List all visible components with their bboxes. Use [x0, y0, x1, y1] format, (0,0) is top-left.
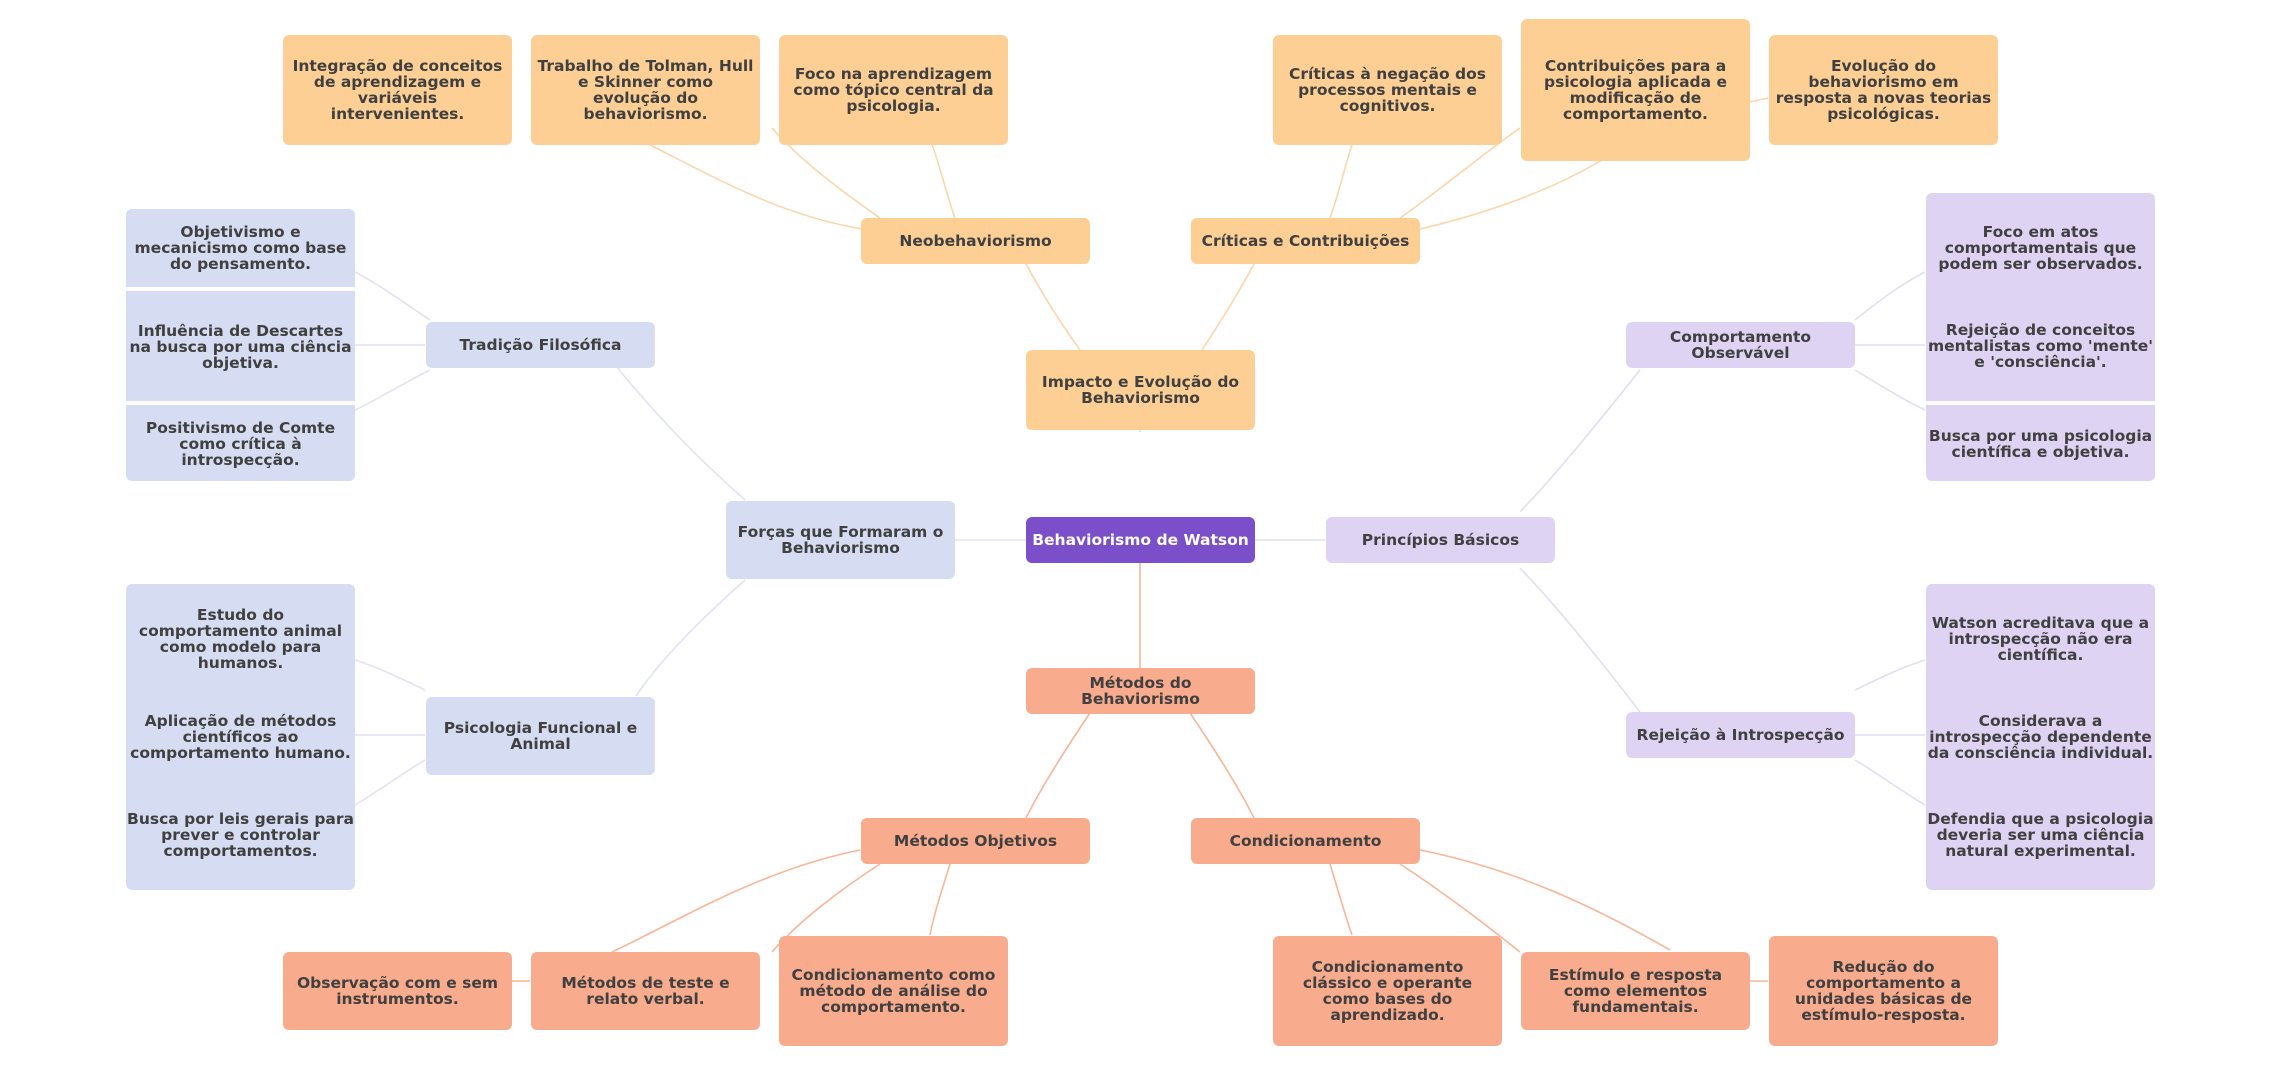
- observavel-leaf-group: [1926, 193, 2155, 481]
- observavel-leaf-1[interactable]: Foco em atos comportamentais que podem s…: [1938, 223, 2143, 273]
- psicologia-funcional-node[interactable]: Psicologia Funcional e Animal: [426, 697, 655, 775]
- criticas-leaf-2[interactable]: Contribuições para a psicologia aplicada…: [1521, 19, 1750, 161]
- metodos-objetivos-node[interactable]: Métodos Objetivos: [861, 818, 1090, 864]
- rejeicao-leaf-group: [1926, 584, 2155, 890]
- condicionamento-leaf-1[interactable]: Condicionamento clássico e operante como…: [1273, 936, 1502, 1046]
- rejeicao-leaf-1[interactable]: Watson acreditava que a introspecção não…: [1931, 614, 2150, 664]
- forces-links: [354, 271, 1026, 806]
- observavel-divider: [1926, 401, 2155, 405]
- criticas-leaf-1[interactable]: Críticas à negação dos processos mentais…: [1273, 35, 1502, 145]
- objetivos-leaf-2[interactable]: Métodos de teste e relato verbal.: [531, 952, 760, 1030]
- methods-links: [512, 563, 1768, 982]
- impact-node[interactable]: Impacto e Evolução do Behaviorismo: [1026, 350, 1255, 430]
- rejeicao-leaf-3[interactable]: Defendia que a psicologia deveria ser um…: [1927, 810, 2154, 860]
- impact-links: [649, 97, 1769, 432]
- neo-leaf-1[interactable]: Integração de conceitos de aprendizagem …: [283, 35, 512, 145]
- tradicao-leaf-3[interactable]: Positivismo de Comte como crítica à intr…: [145, 419, 336, 469]
- condicionamento-leaf-2[interactable]: Estímulo e resposta como elementos funda…: [1521, 952, 1750, 1030]
- condicionamento-node[interactable]: Condicionamento: [1191, 818, 1420, 864]
- funcional-leaf-group: [126, 584, 355, 890]
- rejeicao-leaf-2[interactable]: Considerava a introspecção dependente da…: [1927, 712, 2154, 762]
- condicionamento-leaf-3[interactable]: Redução do comportamento a unidades bási…: [1769, 936, 1998, 1046]
- forces-node[interactable]: Forças que Formaram o Behaviorismo: [726, 501, 955, 579]
- comportamento-observavel-node[interactable]: Comportamento Observável: [1626, 322, 1855, 368]
- neobehaviorismo-node[interactable]: Neobehaviorismo: [861, 218, 1090, 264]
- funcional-leaf-1[interactable]: Estudo do comportamento animal como mode…: [138, 606, 343, 672]
- principios-basicos-node[interactable]: Princípios Básicos: [1326, 517, 1555, 563]
- tradicao-leaf-1[interactable]: Objetivismo e mecanicismo como base do p…: [134, 223, 347, 273]
- funcional-leaf-3[interactable]: Busca por leis gerais para prever e cont…: [127, 810, 354, 860]
- neo-leaf-3[interactable]: Foco na aprendizagem como tópico central…: [779, 35, 1008, 145]
- tradicao-filosofica-node[interactable]: Tradição Filosófica: [426, 322, 655, 368]
- objetivos-leaf-1[interactable]: Observação com e sem instrumentos.: [283, 952, 512, 1030]
- tradicao-leaf-group: [126, 209, 355, 481]
- neo-leaf-2[interactable]: Trabalho de Tolman, Hull e Skinner como …: [531, 35, 760, 145]
- criticas-leaf-3[interactable]: Evolução do behaviorismo em resposta a n…: [1769, 35, 1998, 145]
- objetivos-leaf-3[interactable]: Condicionamento como método de análise d…: [779, 936, 1008, 1046]
- funcional-leaf-2[interactable]: Aplicação de métodos científicos ao comp…: [130, 712, 351, 762]
- observavel-leaf-2[interactable]: Rejeição de conceitos mentalistas como '…: [1927, 321, 2154, 371]
- methods-node[interactable]: Métodos do Behaviorismo: [1026, 668, 1255, 714]
- principles-links: [1254, 271, 1926, 806]
- tradicao-divider-1: [126, 287, 355, 291]
- tradicao-divider-2: [126, 401, 355, 405]
- criticas-node[interactable]: Críticas e Contribuições: [1191, 218, 1420, 264]
- rejeicao-introspeccao-node[interactable]: Rejeição à Introspecção: [1626, 712, 1855, 758]
- root-node[interactable]: Behaviorismo de Watson: [1026, 517, 1255, 563]
- tradicao-leaf-2[interactable]: Influência de Descartes na busca por uma…: [129, 322, 352, 372]
- observavel-leaf-3[interactable]: Busca por uma psicologia científica e ob…: [1928, 427, 2153, 461]
